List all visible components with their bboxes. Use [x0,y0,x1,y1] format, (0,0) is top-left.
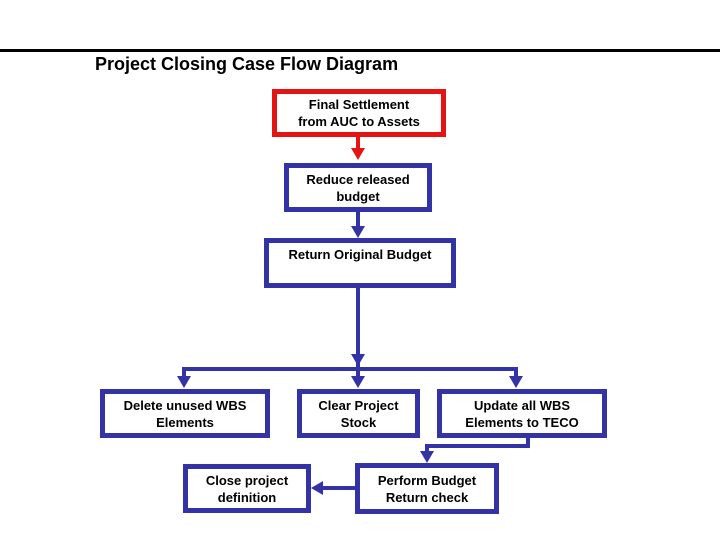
connector-return-spine [356,287,360,371]
connector-branch-left [182,367,186,378]
flow-box-return-original-budget: Return Original Budget [264,238,456,288]
arrowhead-down-red-icon [351,148,365,160]
connector-reduce-to-return [356,210,360,226]
flow-box-delete-unused-wbs-elements: Delete unused WBS Elements [100,389,270,438]
connector-perform-to-close [322,486,355,490]
arrowhead-down-icon [351,226,365,238]
arrowhead-down-icon [177,376,191,388]
flow-box-clear-project-stock: Clear Project Stock [297,389,420,438]
flow-box-label: Reduce released [306,171,410,187]
arrowhead-down-icon [420,451,434,463]
connector-final-to-reduce [356,135,360,149]
flow-box-label: Final Settlement [308,97,410,112]
flow-box-label: Return Original Budget [288,247,432,262]
flow-box-label: from AUC to Assets [298,114,420,129]
flow-box-label: Elements to TECO [465,414,579,430]
arrowhead-down-icon [509,376,523,388]
flow-box-label: Elements [156,414,214,430]
flow-box-update-all-wbs-elements-to-teco: Update all WBS Elements to TECO [437,389,607,438]
page-title: Project Closing Case Flow Diagram [95,54,399,74]
flow-box-label: definition [217,489,277,505]
flow-box-label: Clear Project [318,397,399,413]
flow-box-label: Return check [385,489,469,505]
arrowhead-left-icon [311,481,323,495]
flow-box-reduce-released-budget: Reduce released budget [284,163,432,212]
flow-box-label: Close project [205,472,289,488]
flow-box-close-project-definition: Close project definition [183,464,311,513]
flow-box-label: budget [336,188,380,204]
arrowhead-down-icon [351,354,365,366]
flow-box-label: Stock [340,414,377,430]
connector-branch-right [514,367,518,378]
connector-update-stub [425,444,429,453]
connector-branch-center [356,371,360,378]
connector-splitter-horizontal [182,367,518,371]
connector-update-down [526,438,530,448]
connector-update-horizontal [425,444,530,448]
flow-box-label: Perform Budget [377,472,477,488]
flow-box-label: Delete unused WBS [123,397,247,413]
flow-box-final-settlement: Final Settlement from AUC to Assets [272,89,446,137]
top-divider-rule [0,49,720,52]
flow-box-perform-budget-return-check: Perform Budget Return check [355,463,499,514]
flow-box-label: Update all WBS [473,397,571,413]
arrowhead-down-icon [351,376,365,388]
